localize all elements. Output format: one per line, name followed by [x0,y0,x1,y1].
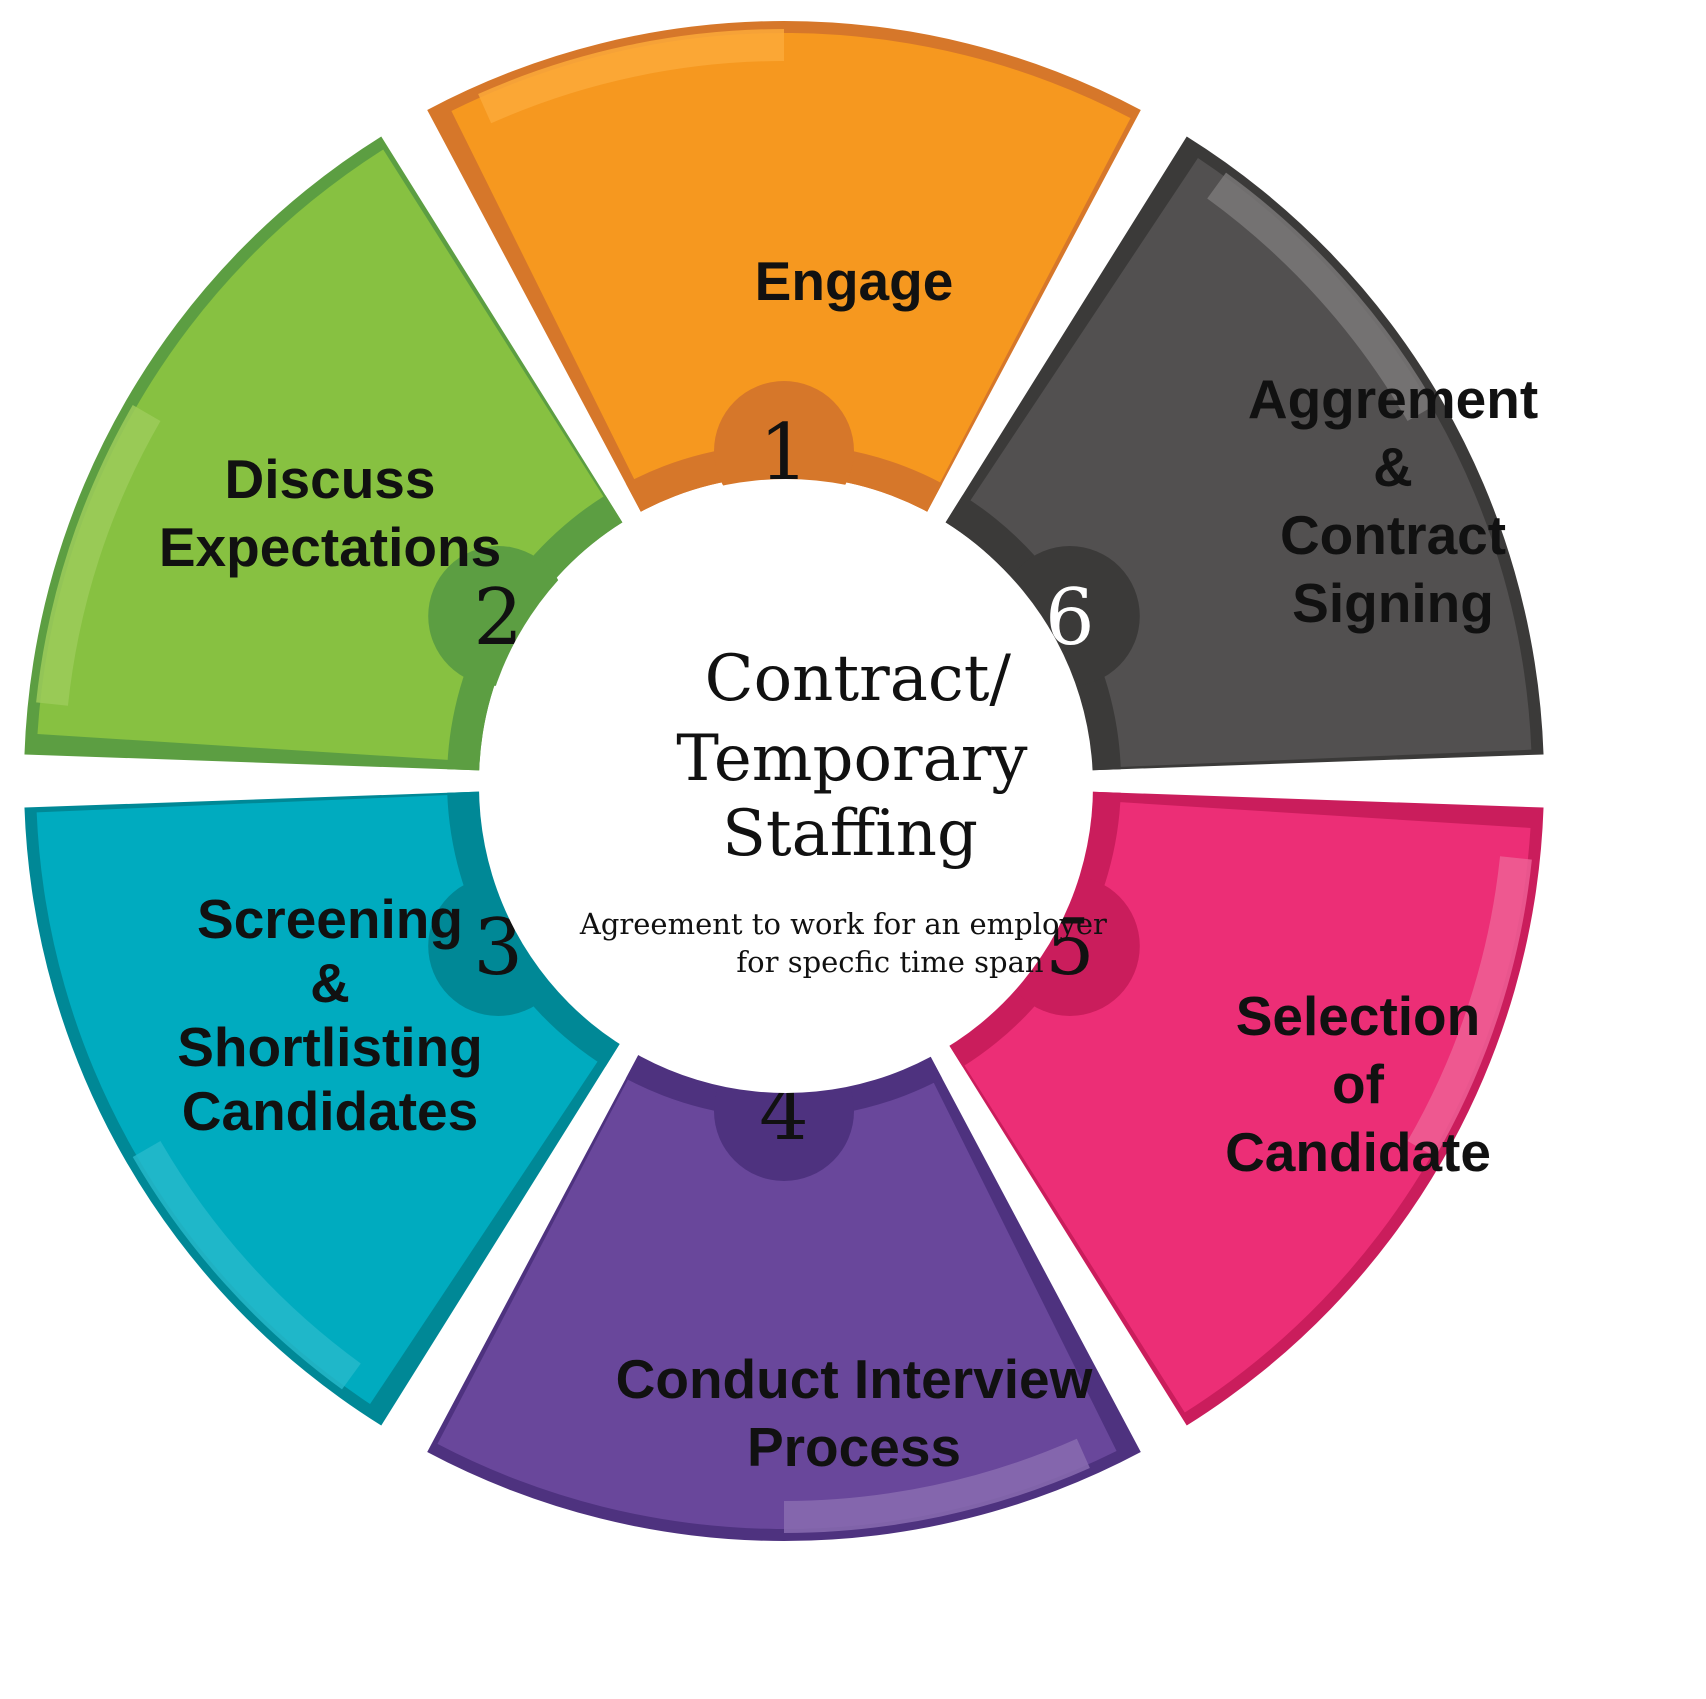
step-2-label-line-2: Expectations [159,516,501,578]
segment-6-highlight [1207,172,1436,421]
center-subtitle: Agreement to work for an employer for sp… [579,907,1116,979]
step-3-label-line-1: Screening [197,888,463,950]
center-subtitle-line-2: for specfic time span [736,945,1043,979]
step-1-label-line-1: Engage [755,250,954,312]
step-4-label-line-1: Conduct Interview [616,1348,1093,1410]
segment-4 [437,1077,1117,1529]
center-title-line-2: Temporary [676,722,1027,796]
step-5-label-line-1: Selection [1236,985,1481,1047]
segment-1 [451,32,1131,485]
segment-1-highlight [478,29,784,124]
segment-3-highlight [132,1141,361,1390]
step-4-label-line-2: Process [747,1416,961,1478]
segment-2-highlight [36,405,161,706]
step-6-label-line-3: Contract [1280,504,1506,566]
center-hub: Contract/ Temporary Staffing Agreement t… [479,479,1116,1093]
step-3-label-line-3: Shortlisting [177,1016,483,1078]
step-1-label: Engage [755,250,954,312]
step-5-label-line-3: Candidate [1225,1121,1491,1183]
center-title: Contract/ Temporary Staffing [676,642,1048,871]
center-title-line-3: Staffing [722,797,978,871]
center-title-line-1: Contract/ [705,642,1012,716]
segment-1-ring [625,444,943,512]
step-6-label-line-1: Aggrement [1248,368,1538,430]
segment-4-ring [625,1050,943,1118]
center-subtitle-line-1: Agreement to work for an employer [579,907,1107,941]
step-3-label-line-2: & [310,952,350,1014]
step-6-label-line-2: & [1373,436,1413,498]
segment-5-highlight [1407,856,1532,1157]
step-2-label-line-1: Discuss [225,448,436,510]
step-5-label-line-2: of [1332,1053,1385,1115]
center-circle [479,479,1093,1093]
step-6-label-line-4: Signing [1292,572,1494,634]
step-3-label-line-4: Candidates [182,1080,478,1142]
segment-4-highlight [784,1438,1090,1533]
